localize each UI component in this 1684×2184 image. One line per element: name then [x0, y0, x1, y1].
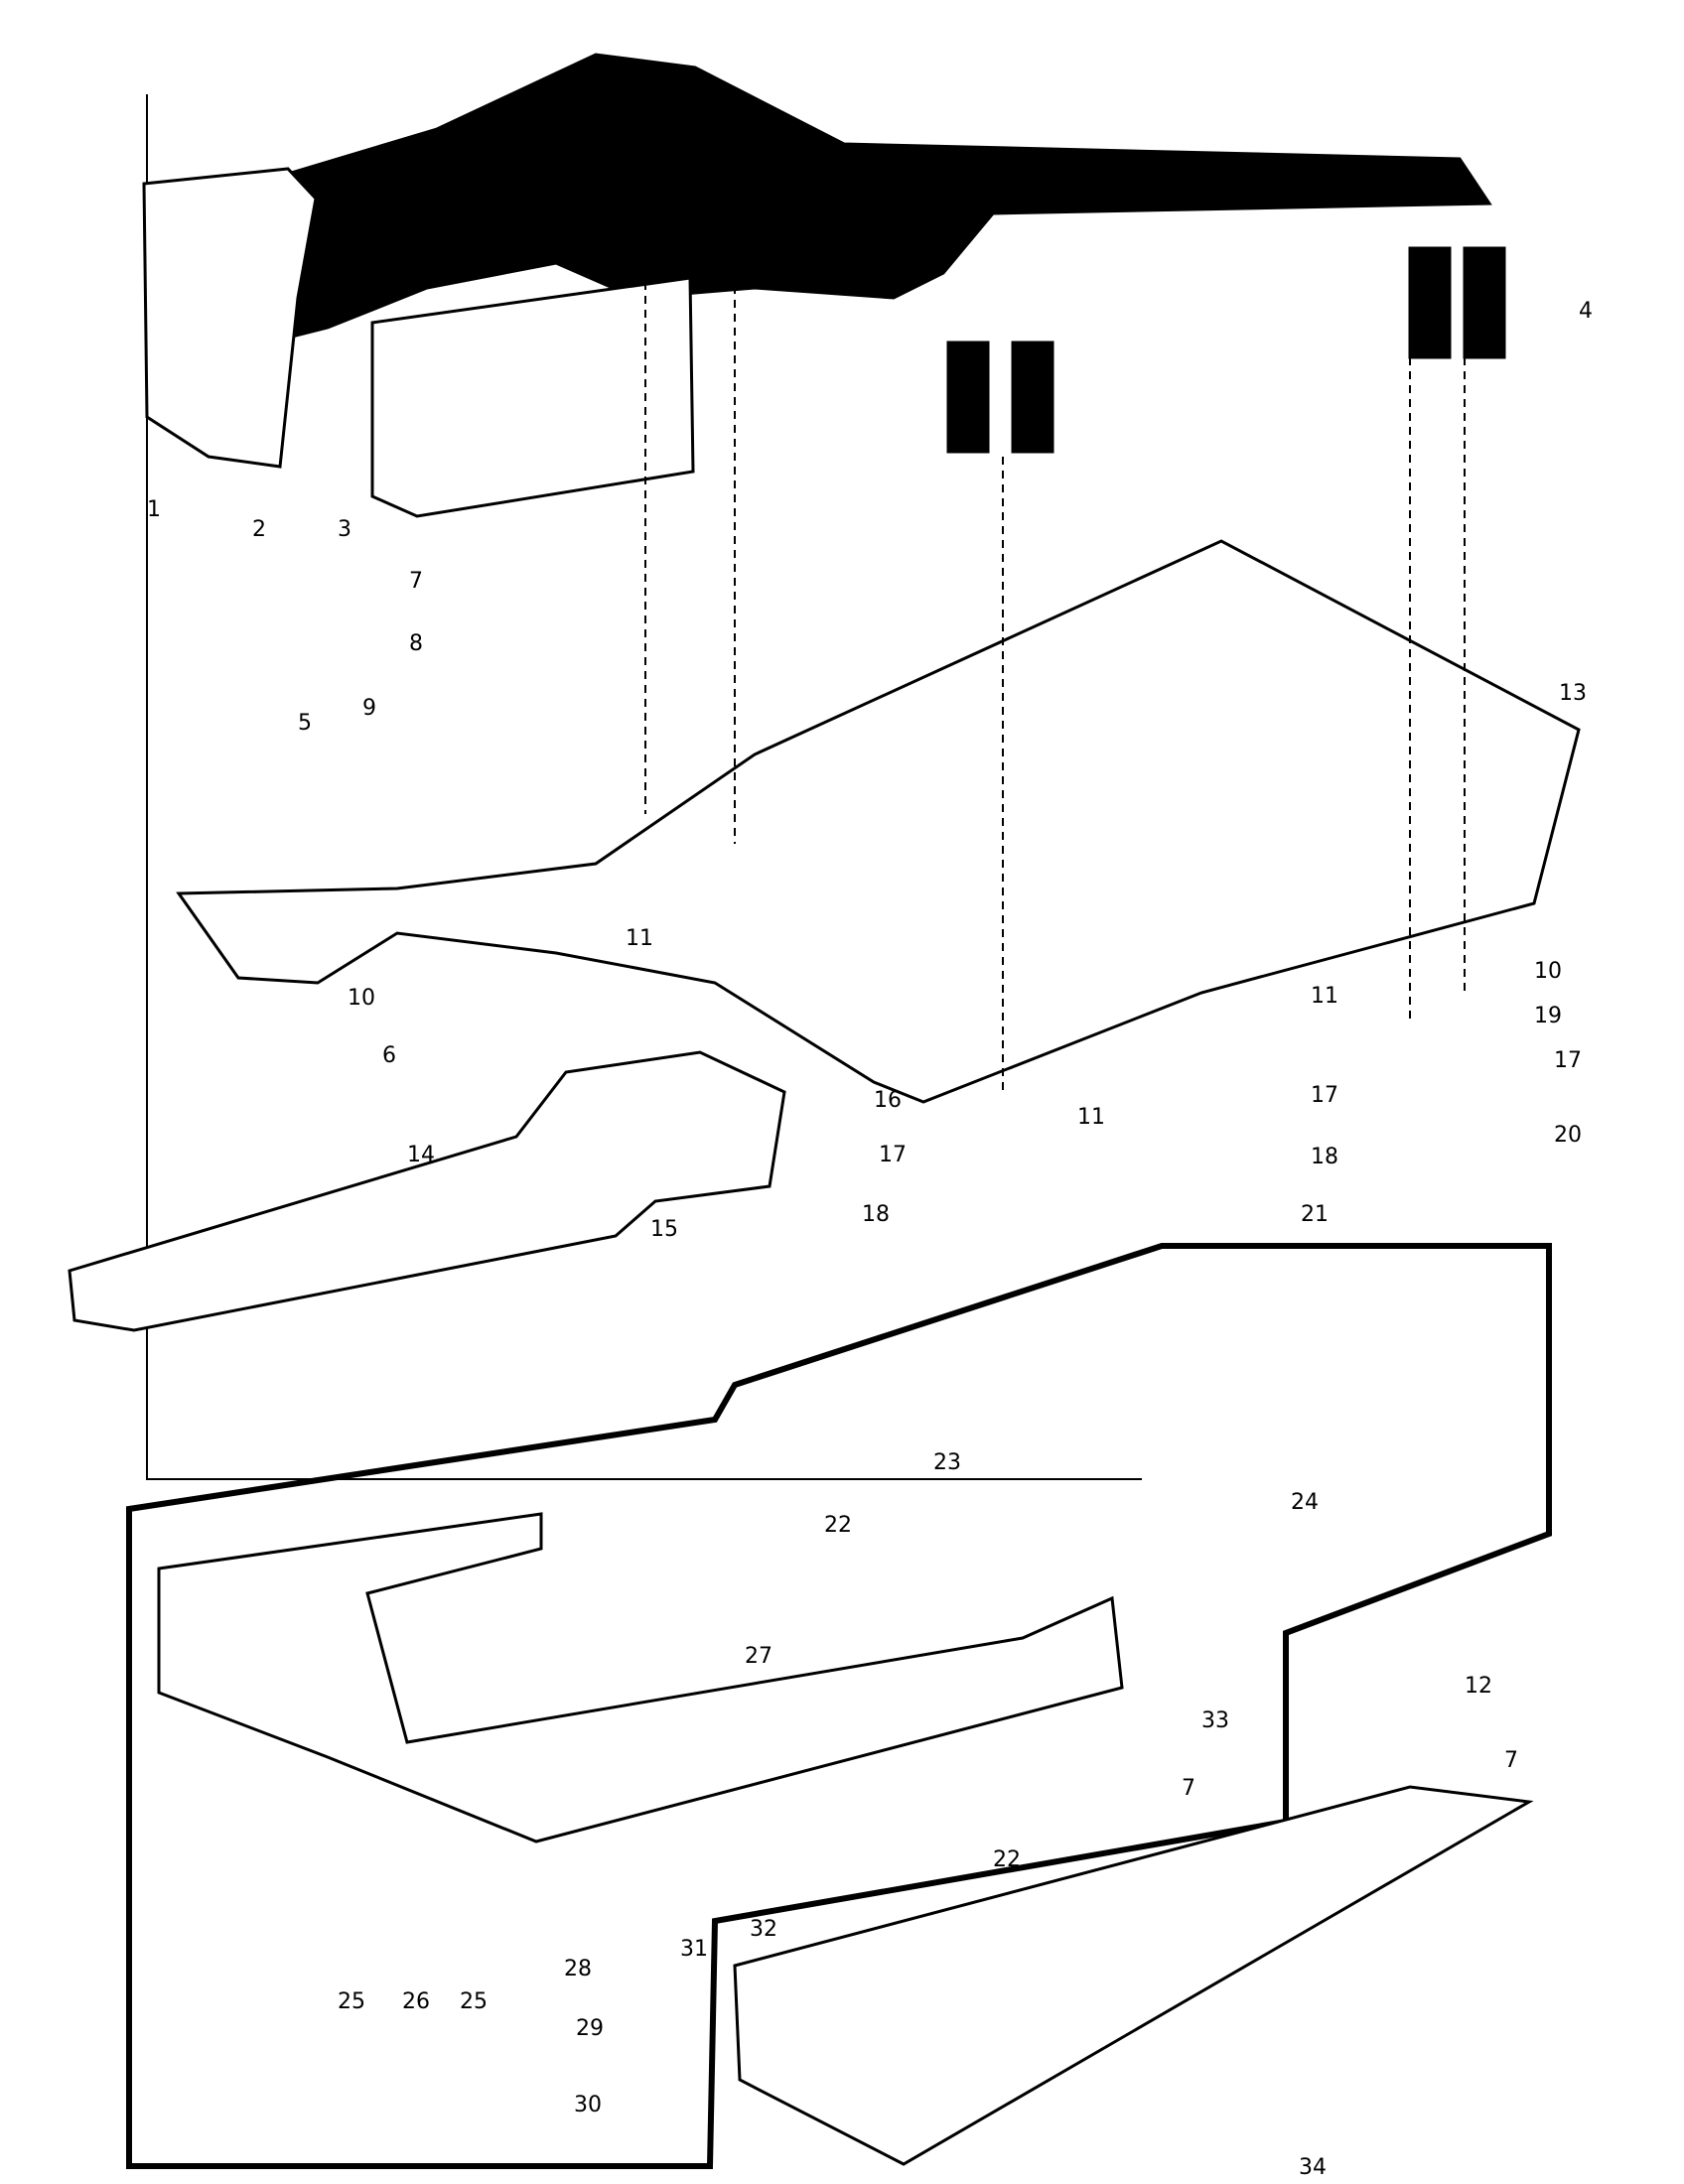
- callout-27: 27: [745, 1644, 772, 1669]
- callout-12: 12: [1465, 1674, 1492, 1699]
- arm-block: [68, 1050, 786, 1332]
- callout-25b: 25: [460, 1989, 488, 2014]
- callout-18b: 18: [1311, 1145, 1338, 1169]
- callout-17b: 17: [1311, 1083, 1338, 1108]
- callout-22b: 22: [993, 1847, 1021, 1872]
- callout-10a: 10: [348, 986, 375, 1011]
- callout-11c: 11: [1077, 1105, 1105, 1130]
- hinged-cover: [370, 276, 695, 518]
- machine-bed: [176, 539, 1581, 1104]
- callout-28: 28: [564, 1957, 592, 1981]
- callout-30: 30: [574, 2093, 602, 2117]
- front-cover: [733, 1785, 1534, 2166]
- callout-8: 8: [409, 631, 423, 656]
- base-plate: [157, 1512, 1124, 1843]
- callout-24: 24: [1291, 1490, 1319, 1515]
- callout-11b: 11: [1311, 984, 1338, 1009]
- background-panel-outline: [146, 94, 1142, 1480]
- callout-2: 2: [252, 517, 266, 542]
- callout-32: 32: [750, 1917, 777, 1942]
- callout-10b: 10: [1534, 959, 1562, 984]
- callout-4: 4: [1579, 299, 1593, 324]
- arm-leg-4: [1463, 246, 1506, 359]
- callout-6: 6: [382, 1043, 396, 1068]
- callout-5: 5: [298, 711, 312, 736]
- callout-17a: 17: [879, 1143, 907, 1167]
- arm-leg-2: [1011, 341, 1054, 454]
- callout-13: 13: [1559, 681, 1587, 706]
- base-assembly-boundary: [126, 1243, 1552, 2169]
- callout-11a: 11: [626, 926, 653, 951]
- callout-34: 34: [1299, 2155, 1327, 2180]
- arm-leg-1: [946, 341, 990, 454]
- callout-21: 21: [1301, 1202, 1329, 1227]
- callout-3: 3: [338, 517, 351, 542]
- callout-7b: 7: [1182, 1776, 1195, 1801]
- face-plate-cover: [142, 167, 318, 469]
- callout-25a: 25: [338, 1989, 365, 2014]
- callout-31: 31: [680, 1937, 708, 1962]
- callout-20: 20: [1554, 1123, 1582, 1148]
- callout-23: 23: [933, 1450, 961, 1475]
- callout-22a: 22: [824, 1513, 852, 1538]
- callout-19: 19: [1534, 1004, 1562, 1028]
- callout-7: 7: [409, 569, 423, 594]
- callout-18a: 18: [862, 1202, 890, 1227]
- callout-14: 14: [407, 1143, 435, 1167]
- callout-17c: 17: [1554, 1048, 1582, 1073]
- callout-16: 16: [874, 1088, 902, 1113]
- callout-7c: 7: [1504, 1748, 1518, 1773]
- callout-29: 29: [576, 2016, 604, 2041]
- callout-9: 9: [362, 696, 376, 721]
- callout-1: 1: [147, 497, 161, 522]
- callout-15: 15: [650, 1217, 678, 1242]
- callout-33: 33: [1201, 1708, 1229, 1733]
- machine-arm-top: [186, 53, 1492, 340]
- callout-26: 26: [402, 1989, 430, 2014]
- arm-leg-3: [1408, 246, 1452, 359]
